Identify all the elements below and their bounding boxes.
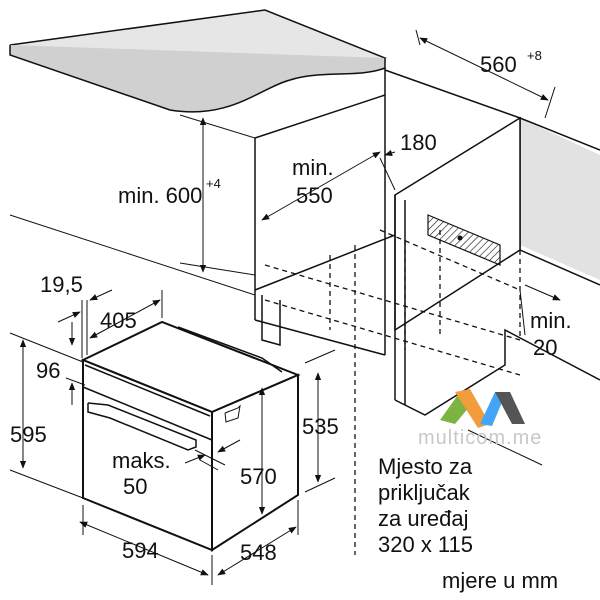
note-line: Mjesto za <box>378 454 473 479</box>
body-height-label: 570 <box>240 464 277 489</box>
oven-height-label: 595 <box>10 422 47 447</box>
top-depth-label: 405 <box>100 308 137 333</box>
connection-leader <box>467 429 543 466</box>
units-note: mjere u mm <box>442 568 558 593</box>
rear-gap-label: 180 <box>400 130 437 155</box>
cabinet-width-label: 560 <box>480 52 517 77</box>
countertop <box>9 9 387 113</box>
oven-width-label: 594 <box>122 538 159 563</box>
front-offset-label: 19,5 <box>40 272 83 297</box>
niche-height-tolerance: +4 <box>206 176 221 191</box>
door-gap-max: maks. <box>112 448 171 473</box>
note-line: 320 x 115 <box>378 532 473 557</box>
niche-depth-min: min. <box>292 155 334 180</box>
door-gap-value: 50 <box>123 474 147 499</box>
note-line: priključak <box>378 480 471 505</box>
niche-height-label: min. 600 <box>118 183 202 208</box>
oven <box>80 320 301 552</box>
side-gap-min: min. <box>530 308 572 333</box>
oven-depth-label: 548 <box>240 540 277 565</box>
niche-cabinet <box>9 68 600 555</box>
cabinet-width-tolerance: +8 <box>527 48 542 63</box>
watermark-logo: multicom.me <box>418 389 542 449</box>
dimension-lines <box>9 29 561 585</box>
panel-height-label: 96 <box>36 358 60 383</box>
connection-note: Mjesto za priključak za uređaj 320 x 115 <box>378 454 473 557</box>
watermark-text: multicom.me <box>418 427 542 449</box>
side-height-label: 535 <box>302 414 339 439</box>
niche-depth-value: 550 <box>296 183 333 208</box>
side-gap-value: 20 <box>533 335 557 360</box>
note-line: za uređaj <box>378 506 469 531</box>
